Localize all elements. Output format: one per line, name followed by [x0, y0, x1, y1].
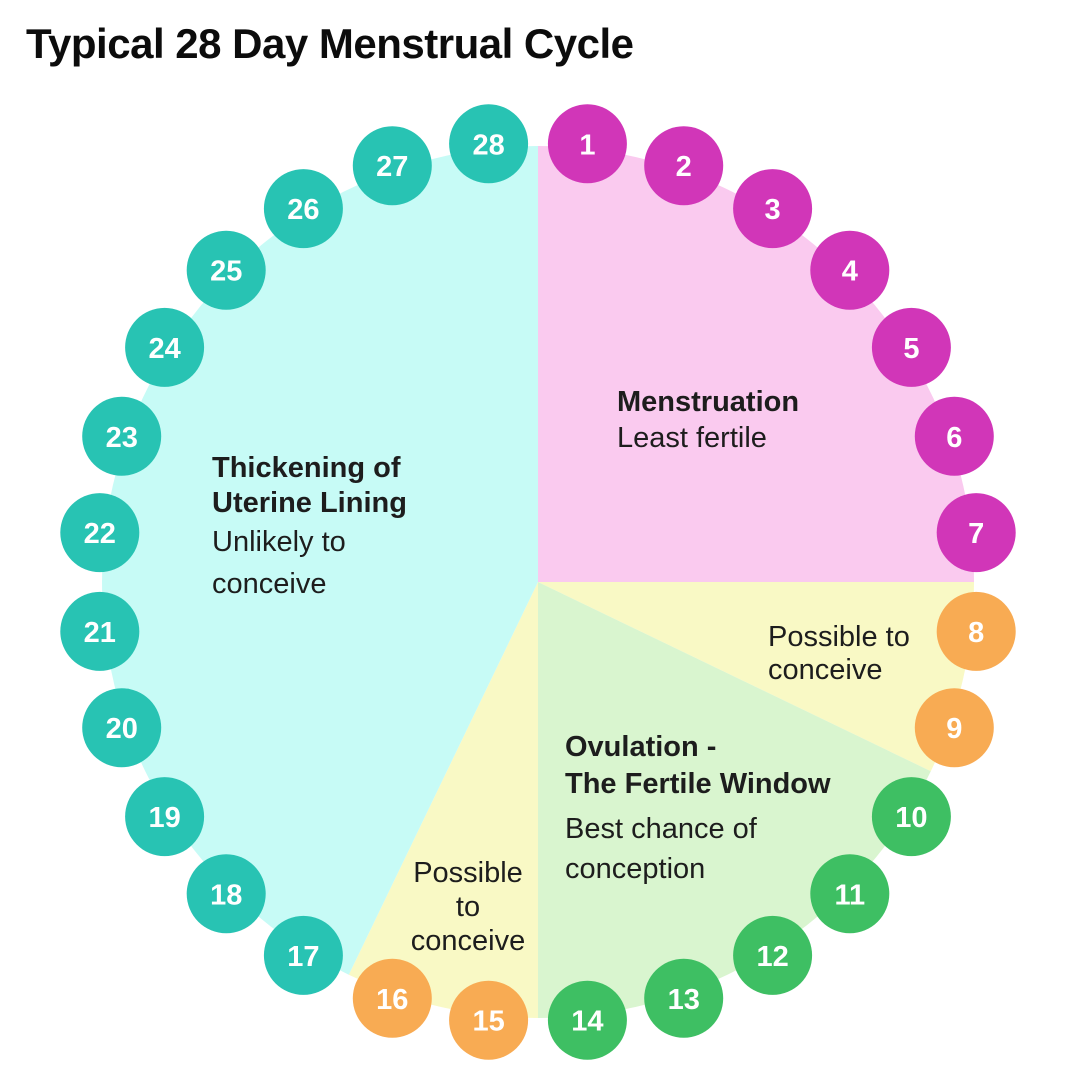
day-24-marker	[125, 307, 205, 387]
day-2-label: 2	[676, 151, 692, 183]
day-13-label: 13	[668, 984, 700, 1016]
label-thickening-title-line1: Thickening of	[212, 452, 401, 484]
day-8-label: 8	[968, 617, 984, 649]
day-14-label: 14	[571, 1006, 603, 1038]
page-title: Typical 28 Day Menstrual Cycle	[26, 20, 634, 67]
label-menstruation: Menstruation Least fertile	[617, 384, 799, 456]
day-9-marker	[914, 688, 994, 768]
day-21-marker	[60, 591, 140, 671]
day-11-label: 11	[834, 879, 865, 911]
label-ovulation-title-line1: Ovulation -	[565, 731, 717, 763]
day-17-marker	[263, 915, 343, 995]
day-21-label: 21	[84, 617, 116, 649]
day-6-label: 6	[946, 422, 962, 454]
segment-wedge-possible-late	[348, 582, 538, 1018]
day-28-marker	[449, 104, 529, 184]
day-5-label: 5	[903, 333, 919, 365]
day-20-label: 20	[106, 713, 138, 745]
label-possible-bottom-line1: Possible	[413, 857, 523, 889]
label-ovulation-title-line2: The Fertile Window	[565, 768, 831, 800]
day-22-marker	[60, 493, 140, 573]
day-3-marker	[733, 169, 813, 249]
label-ovulation: Ovulation - The Fertile Window Best chan…	[565, 729, 831, 889]
day-2-marker	[644, 126, 724, 206]
day-27-label: 27	[376, 151, 408, 183]
day-10-marker	[871, 777, 951, 857]
day-23-marker	[82, 396, 162, 476]
label-thickening-subtitle-line2: conceive	[212, 568, 327, 600]
day-9-label: 9	[946, 713, 962, 745]
day-6-marker	[914, 396, 994, 476]
segment-wedge-ovulation	[538, 582, 931, 1018]
segment-wedge-thickening	[102, 146, 539, 975]
day-22-label: 22	[84, 518, 116, 550]
day-1-marker	[547, 104, 627, 184]
segment-wedge-menstruation	[538, 146, 974, 582]
day-7-marker	[936, 493, 1016, 573]
day-5-marker	[871, 307, 951, 387]
label-possible-bottom-line2: to	[455, 891, 481, 923]
day-23-label: 23	[106, 422, 138, 454]
label-possible-right-line2: conceive	[768, 654, 883, 686]
label-menstruation-subtitle: Least fertile	[617, 422, 767, 454]
label-ovulation-subtitle-line2: conception	[565, 853, 706, 885]
label-possible-conceive-right: Possible to conceive	[768, 621, 910, 687]
label-thickening: Thickening of Uterine Lining Unlikely to…	[212, 451, 407, 605]
label-possible-bottom-line3: conceive	[410, 925, 526, 957]
day-18-label: 18	[210, 879, 242, 911]
day-15-label: 15	[472, 1006, 504, 1038]
day-4-label: 4	[842, 256, 858, 288]
day-25-marker	[186, 230, 266, 310]
day-3-label: 3	[765, 194, 781, 226]
day-1-label: 1	[579, 129, 595, 161]
day-19-label: 19	[148, 802, 180, 834]
label-thickening-subtitle-line1: Unlikely to	[212, 526, 346, 558]
day-7-label: 7	[968, 518, 984, 550]
day-24-label: 24	[148, 333, 180, 365]
label-possible-conceive-bottom: Possible to conceive	[348, 856, 588, 958]
day-4-marker	[810, 230, 890, 310]
day-11-marker	[810, 854, 890, 934]
day-10-label: 10	[895, 802, 927, 834]
day-20-marker	[82, 688, 162, 768]
label-possible-right-line1: Possible to	[768, 621, 910, 653]
day-19-marker	[125, 777, 205, 857]
label-menstruation-title: Menstruation	[617, 386, 800, 418]
day-16-marker	[352, 958, 432, 1038]
day-8-marker	[936, 591, 1016, 671]
day-27-marker	[352, 126, 432, 206]
day-12-label: 12	[756, 941, 788, 973]
day-26-label: 26	[287, 194, 319, 226]
label-thickening-title-line2: Uterine Lining	[212, 487, 407, 519]
day-12-marker	[733, 915, 813, 995]
day-13-marker	[644, 958, 724, 1038]
day-15-marker	[449, 980, 529, 1060]
day-14-marker	[547, 980, 627, 1060]
day-28-label: 28	[472, 129, 504, 161]
day-25-label: 25	[210, 256, 242, 288]
label-ovulation-subtitle-line1: Best chance of	[565, 813, 757, 845]
day-18-marker	[186, 854, 266, 934]
day-16-label: 16	[376, 984, 408, 1016]
day-17-label: 17	[287, 941, 319, 973]
segment-wedge-possible-early	[538, 582, 974, 772]
day-26-marker	[263, 169, 343, 249]
